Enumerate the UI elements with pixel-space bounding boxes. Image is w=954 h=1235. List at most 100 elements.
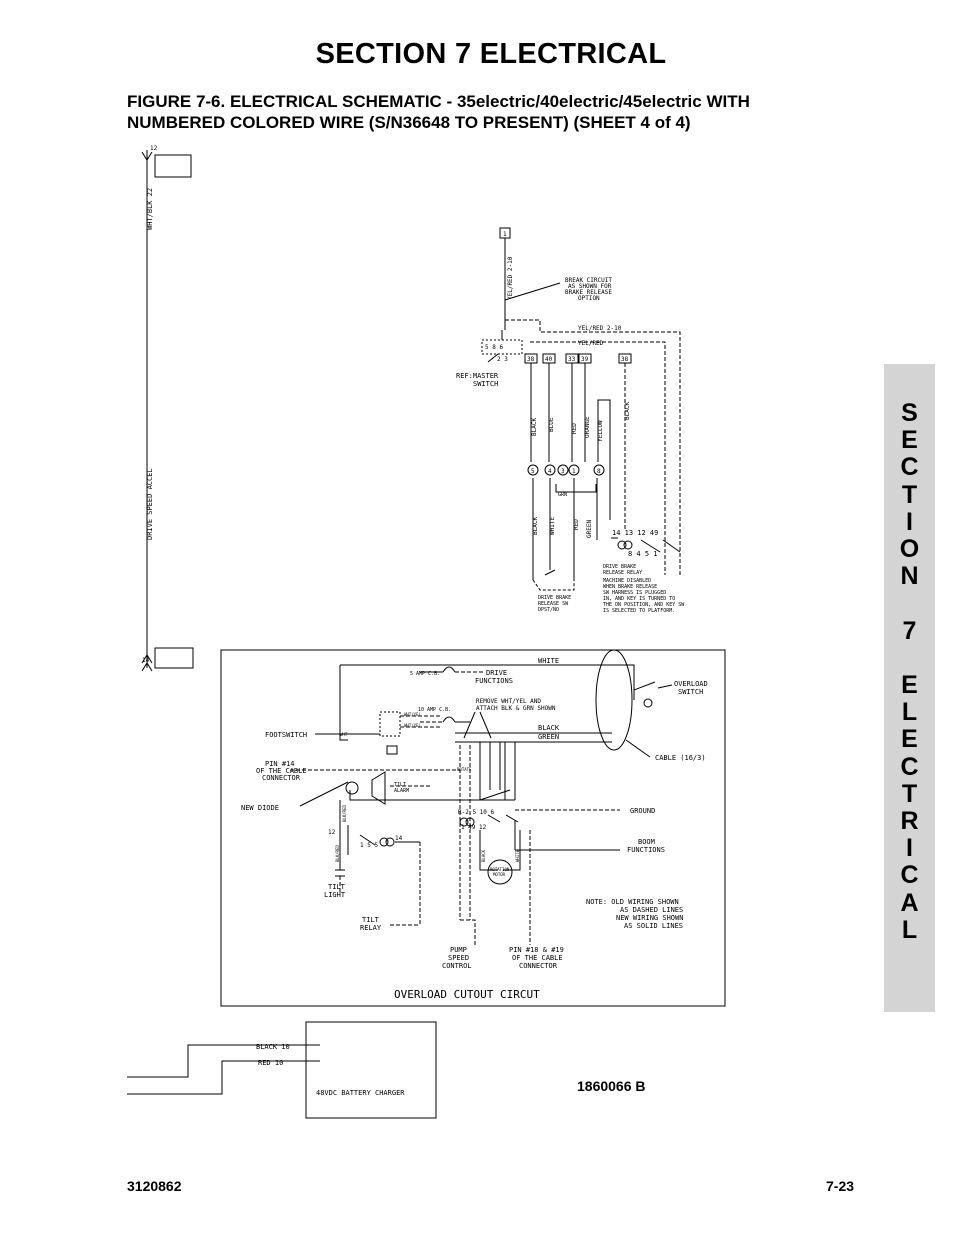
relay-contact-2 xyxy=(662,539,681,553)
section-tab-letter: C xyxy=(900,453,919,482)
left-bottom-pin: 14 xyxy=(142,657,150,664)
pin14-1: PIN #14 xyxy=(265,760,295,768)
break-note-1: BREAK CIRCUIT xyxy=(565,277,612,284)
pin18-2: OF THE CABLE xyxy=(512,954,563,962)
footswitch-block xyxy=(379,711,401,737)
drive-functions-1: DRIVE xyxy=(486,669,507,677)
section-tab-letter: T xyxy=(901,480,918,509)
left-top-wire: WHT/BLK 22 xyxy=(146,188,154,230)
new-diode-leader xyxy=(299,781,349,807)
section-tab-letter: C xyxy=(900,752,919,781)
pin14-3: CONNECTOR xyxy=(262,774,301,782)
wht-label: WHT xyxy=(340,732,348,737)
relay-coil-1 xyxy=(617,540,627,550)
pump-leader xyxy=(460,919,476,945)
overload-switch-1: OVERLOAD xyxy=(674,680,708,688)
pin18-3: CONNECTOR xyxy=(519,962,558,970)
relay-r2-coil-2 xyxy=(465,817,475,827)
cable-leader xyxy=(625,739,651,758)
tilt-alarm-1: TILT xyxy=(394,782,406,788)
remove-note-leader xyxy=(463,711,476,739)
section-tab-letter: A xyxy=(900,888,919,917)
section-title: SECTION 7 ELECTRICAL xyxy=(315,38,667,70)
blk-red-label-2: BLK/RED xyxy=(335,845,340,862)
note-2: AS DASHED LINES xyxy=(620,906,683,914)
section-tab-letter: O xyxy=(899,535,920,564)
rotation-motor-1: ROTATION xyxy=(490,867,510,872)
brake-note-leader xyxy=(504,282,561,301)
relay-r2-coil-1 xyxy=(459,817,469,827)
charger-red10: RED 10 xyxy=(258,1059,283,1067)
section-tab-letter: E xyxy=(901,725,918,754)
wire-yellow-upper xyxy=(597,399,611,520)
disabled-note-2: WHEN BRAKE RELEASE xyxy=(603,584,657,590)
section-tab-letter: C xyxy=(900,861,919,890)
upper-red-label: RED xyxy=(571,423,578,434)
relay-r2-contact-1 xyxy=(487,814,501,823)
tilt-light-1: TILT xyxy=(328,883,346,891)
brake-box-label: 1 xyxy=(503,231,507,238)
release-sw-2: RELEASE SW xyxy=(538,601,569,607)
green-label: GREEN xyxy=(538,733,559,741)
section-tab-letter: L xyxy=(901,915,918,944)
motor-lead-white xyxy=(503,830,521,871)
section-tab-letter: I xyxy=(906,507,913,536)
tilt-relay-1: TILT xyxy=(362,916,380,924)
charger-black10: BLACK 10 xyxy=(256,1043,290,1051)
left-top-pin: 12 xyxy=(150,145,158,152)
rotation-motor-2: MOTOR xyxy=(493,872,506,877)
disabled-note-3: SW HARNESS IS PLUGGED xyxy=(603,590,666,596)
relay-pins-bottom: 8 4 5 1 xyxy=(628,550,658,558)
release-switch xyxy=(532,579,575,591)
charger-box xyxy=(305,1021,437,1119)
cb10-label: 10 AMP C.B. xyxy=(418,707,451,713)
lower-white-label: WHITE xyxy=(549,517,556,535)
boom-functions-1: BOOM xyxy=(638,838,655,846)
charger-black-wire xyxy=(127,1044,310,1078)
tilt-alarm-2: ALARM xyxy=(394,788,409,794)
drawing-number: 1860066 B xyxy=(577,1078,646,1094)
pump-3: CONTROL xyxy=(442,962,472,970)
disabled-note-1: MACHINE DISABLED xyxy=(603,578,651,584)
footer-page-number: 7-23 xyxy=(826,1178,855,1194)
upper-black-right-label: BLACK xyxy=(624,402,631,420)
master-switch-leader xyxy=(487,353,499,363)
switch-pins-top: 5 8 6 xyxy=(485,344,503,351)
yel-red-wire xyxy=(530,341,666,575)
pin18-1: PIN #18 & #19 xyxy=(509,946,564,954)
diode-symbol xyxy=(345,781,359,795)
rotate-label: ROTATE xyxy=(457,767,472,772)
connector-4-label: 4 xyxy=(548,468,552,475)
small-connector xyxy=(386,745,398,755)
remove-note-2: ATTACH BLK & GRN SHOWN xyxy=(476,705,556,712)
remove-note-1: REMOVE WHT/YEL AND xyxy=(476,698,541,705)
overload-switch-contact xyxy=(633,681,656,691)
break-note-4: OPTION xyxy=(578,295,600,302)
terminal-38a-label: 38 xyxy=(527,356,535,363)
motor-lead-black xyxy=(479,830,498,871)
overload-switch-leader xyxy=(657,684,673,689)
connector-5-label: 5 xyxy=(531,468,535,475)
pin12-label: 12 xyxy=(328,829,336,836)
pin14-2: OF THE CABLE xyxy=(256,767,307,775)
break-note-3: BRAKE RELEASE xyxy=(565,289,612,296)
overload-box xyxy=(220,649,726,1007)
pin14b-label: 14 xyxy=(395,835,403,842)
break-note-2: AS SHOWN FOR xyxy=(568,283,612,290)
connector-1-label: 1 xyxy=(572,468,576,475)
boom-functions-2: FUNCTIONS xyxy=(627,846,665,854)
new-diode-label: NEW DIODE xyxy=(241,804,279,812)
section-tab-letter: R xyxy=(900,807,919,836)
brake-main-label: YEL/RED 2-10 xyxy=(507,256,514,300)
tilt-relay-coil-2 xyxy=(385,837,395,847)
disabled-note-6: IS SELECTED TO PLATFORM. xyxy=(603,608,675,614)
relay-contact-1 xyxy=(640,539,661,553)
breaker-5amp xyxy=(442,666,456,673)
cable-label: CABLE (16/3) xyxy=(655,754,706,762)
footer-doc-number: 3120862 xyxy=(127,1178,182,1194)
left-bus-bottom-box xyxy=(154,647,194,669)
wht-yel-label-1: WHT/YEL xyxy=(404,712,421,717)
yel-red-210-wire xyxy=(505,319,681,575)
overload-switch-2: SWITCH xyxy=(678,688,703,696)
